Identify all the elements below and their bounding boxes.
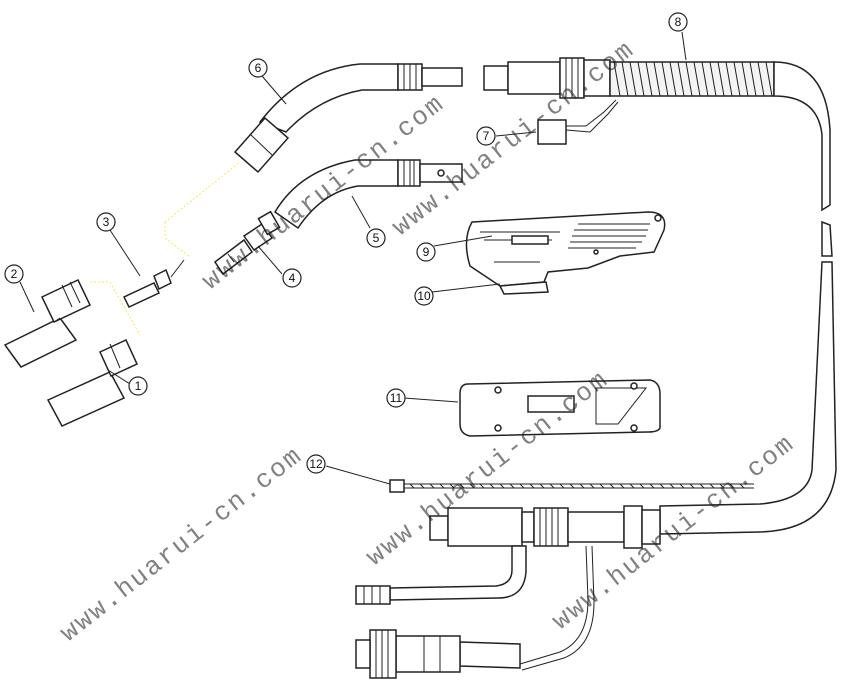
svg-text:7: 7 — [483, 129, 490, 143]
callout-1: 1 — [128, 376, 148, 396]
svg-text:3: 3 — [103, 215, 110, 229]
svg-text:8: 8 — [675, 15, 682, 29]
handle-part-9 — [465, 211, 666, 287]
watermarks: www.huarui-cn.com www.huarui-cn.com www.… — [54, 34, 800, 648]
callout-8: 8 — [668, 12, 688, 32]
nozzle-part-2 — [3, 279, 92, 368]
callout-11: 11 — [386, 388, 406, 408]
watermark-3: www.huarui-cn.com — [54, 440, 308, 648]
svg-text:6: 6 — [255, 61, 262, 75]
gooseneck-part-5 — [273, 159, 463, 230]
tip-holder-part-4 — [213, 210, 281, 276]
handle-cover-part-11 — [459, 379, 661, 437]
svg-text:10: 10 — [417, 289, 431, 303]
callout-6: 6 — [248, 58, 268, 78]
rear-connector — [355, 505, 661, 679]
callout-12: 12 — [306, 454, 326, 474]
svg-text:11: 11 — [390, 391, 403, 405]
contact-tip-part-3 — [122, 259, 185, 308]
watermark-1: www.huarui-cn.com — [196, 88, 450, 296]
alignment-line-2 — [164, 222, 191, 258]
callout-2: 2 — [4, 264, 24, 284]
alignment-line-3 — [164, 161, 241, 223]
leader-lines — [19, 31, 687, 485]
callout-3: 3 — [96, 212, 116, 232]
callout-4: 4 — [282, 268, 302, 288]
nozzle-part-1 — [46, 339, 138, 427]
callout-5: 5 — [366, 228, 386, 248]
svg-text:2: 2 — [11, 267, 18, 281]
callout-7: 7 — [476, 126, 496, 146]
svg-text:12: 12 — [309, 457, 323, 471]
gooseneck-part-6 — [233, 63, 463, 174]
liner-part-12 — [389, 479, 754, 493]
trigger-part-10 — [498, 281, 549, 295]
alignment-line-1 — [90, 281, 141, 336]
callout-9: 9 — [416, 242, 436, 262]
svg-text:1: 1 — [135, 379, 142, 393]
cable-spring-part-8 — [483, 57, 837, 535]
svg-text:5: 5 — [373, 231, 380, 245]
svg-text:4: 4 — [289, 271, 296, 285]
svg-text:9: 9 — [423, 245, 430, 259]
switch-part-7 — [537, 99, 619, 145]
callout-10: 10 — [414, 286, 434, 306]
